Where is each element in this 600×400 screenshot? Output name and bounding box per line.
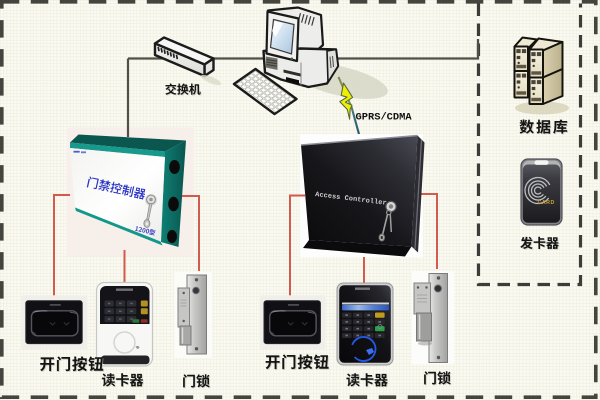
svg-text:GPRS/CDMA: GPRS/CDMA (356, 112, 413, 124)
svg-text:CARD: CARD (538, 200, 555, 206)
